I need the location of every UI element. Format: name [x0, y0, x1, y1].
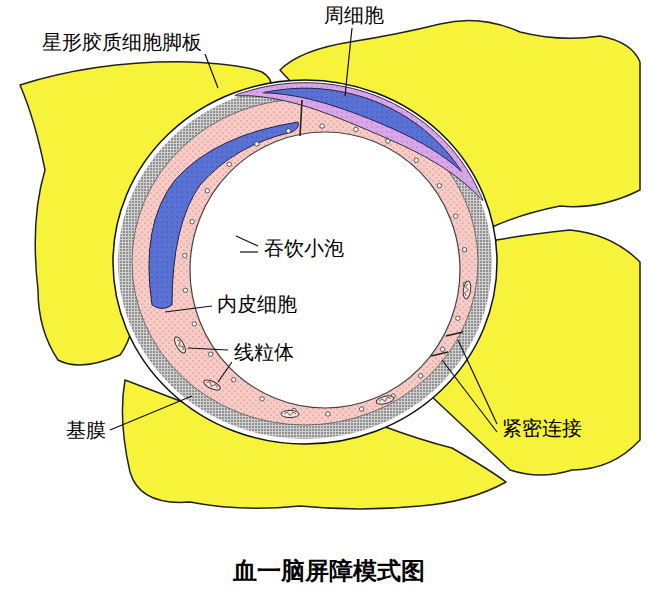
label-endothelium: 内皮细胞	[215, 292, 299, 316]
pinocytotic-vesicle	[440, 347, 444, 351]
leader-line	[345, 28, 352, 96]
mitochondrion	[462, 281, 472, 300]
figure-caption: 血一脑屏障模式图	[0, 556, 658, 586]
mitochondrion-outline	[375, 394, 394, 406]
label-junction: 紧密连接	[500, 416, 584, 440]
mitochondrion	[375, 394, 394, 406]
pinocytotic-vesicle	[354, 127, 358, 131]
mitochondrion-cristae	[176, 339, 185, 351]
pinocytotic-vesicle	[227, 162, 231, 166]
tight-junction	[431, 352, 448, 356]
pinocytotic-vesicle	[437, 184, 441, 188]
label-pericyte: 周细胞	[322, 3, 386, 27]
pinocytotic-vesicle	[456, 316, 460, 320]
vesicles	[183, 124, 468, 416]
mitochondrion-cristae	[206, 381, 218, 389]
leader-line	[205, 54, 218, 88]
mitochondrion-cristae	[464, 284, 469, 296]
leader-line	[218, 362, 232, 382]
label-basement: 基膜	[64, 418, 108, 442]
pinocytotic-vesicle	[208, 352, 212, 356]
perivascular-gap	[113, 80, 497, 444]
pinocytotic-vesicle	[454, 214, 458, 218]
vessel-lumen	[190, 132, 460, 408]
leader-line	[236, 236, 258, 246]
label-mitochondria: 线粒体	[232, 340, 296, 364]
pinocytotic-vesicle	[260, 397, 264, 401]
pinocytotic-vesicle	[183, 288, 187, 292]
leader-line	[442, 360, 497, 432]
tight-junctions	[300, 100, 463, 356]
mitochondrion	[281, 410, 299, 417]
pinocytotic-vesicle	[320, 124, 324, 128]
leader-lines	[110, 28, 497, 432]
label-astrocyte: 星形胶质细胞脚板	[40, 30, 204, 54]
pinocytotic-vesicle	[359, 407, 363, 411]
leader-line	[110, 396, 192, 430]
pinocytotic-vesicle	[190, 220, 194, 224]
mitochondrion-cristae	[284, 412, 296, 416]
pinocytotic-vesicle	[205, 188, 209, 192]
pinocytotic-vesicle	[232, 378, 236, 382]
mitochondrion	[172, 335, 187, 354]
pinocytotic-vesicle	[418, 374, 422, 378]
pinocytotic-vesicle	[386, 139, 390, 143]
tight-junction	[300, 100, 302, 136]
pinocytotic-vesicle	[326, 412, 330, 416]
mitochondrion-outline	[281, 410, 299, 417]
mitochondrion-outline	[172, 335, 187, 354]
mitochondrion-outline	[462, 281, 472, 300]
pinocytotic-vesicle	[286, 129, 290, 133]
astrocyte-end-feet	[20, 20, 640, 509]
pinocytotic-vesicle	[414, 158, 418, 162]
pinocytotic-vesicle	[192, 322, 196, 326]
leader-line	[240, 251, 258, 252]
leader-line	[458, 340, 497, 424]
leader-line	[165, 306, 212, 312]
tight-junction	[446, 332, 463, 336]
endothelial-nucleus	[149, 122, 298, 309]
leader-line	[188, 348, 228, 350]
label-vesicle: 吞饮小泡	[262, 236, 346, 260]
mitochondria	[172, 281, 471, 418]
pinocytotic-vesicle	[183, 253, 187, 257]
pinocytotic-vesicle	[255, 142, 259, 146]
mitochondrion-cristae	[379, 397, 391, 403]
pinocytotic-vesicle	[462, 247, 466, 251]
